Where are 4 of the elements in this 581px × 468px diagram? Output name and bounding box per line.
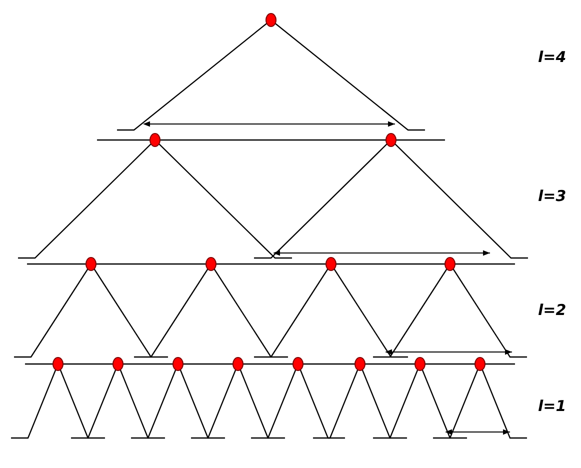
level-label: l=3 <box>538 189 566 204</box>
level-label: l=4 <box>538 50 566 65</box>
level-label: l=2 <box>538 303 566 318</box>
level-label: l=1 <box>538 399 566 414</box>
